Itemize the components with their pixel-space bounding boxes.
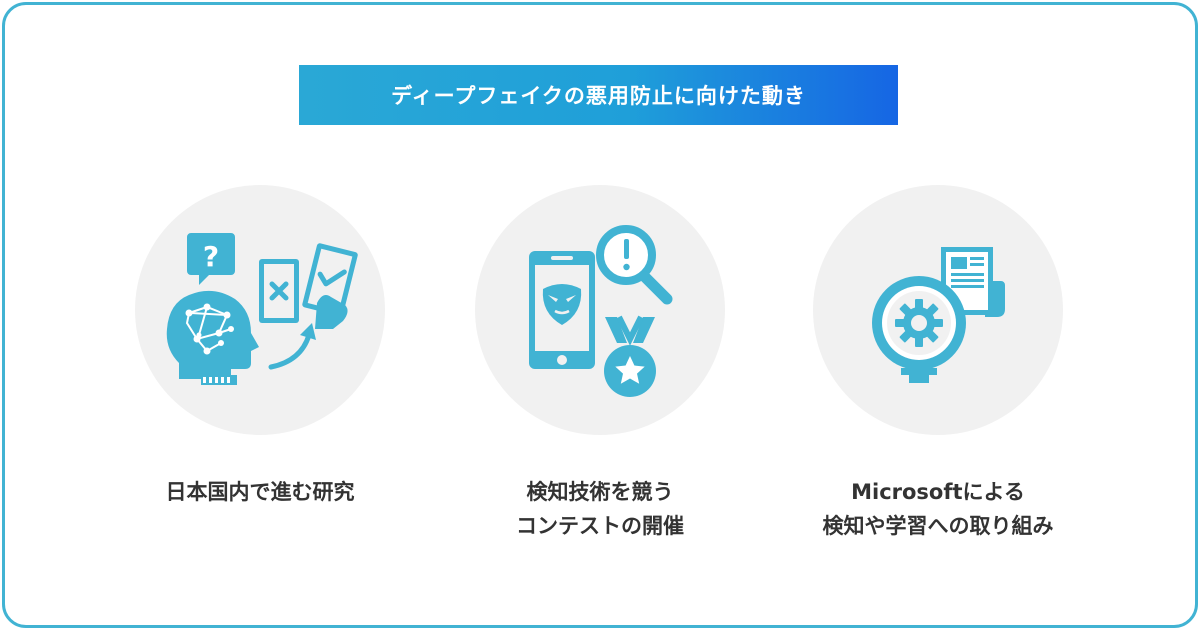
caption-line: 日本国内で進む研究 xyxy=(165,480,355,504)
arrow-icon xyxy=(268,332,312,370)
caption-line: 検知技術を競う xyxy=(526,480,674,504)
page-title: ディープフェイクの悪用防止に向けた動き xyxy=(391,84,806,108)
caption-line: Microsoftによる xyxy=(851,480,1025,504)
ai-head-icon xyxy=(166,290,259,385)
icon-circle xyxy=(813,185,1063,435)
star-icon xyxy=(615,356,645,384)
detection-contest-icon xyxy=(529,225,673,397)
ai-brain-research-icon: ? xyxy=(166,233,358,385)
card-caption: 日本国内で進む研究 xyxy=(95,475,425,509)
card-caption: 検知技術を競う コンテストの開催 xyxy=(435,475,765,543)
hand-icon xyxy=(315,295,348,329)
microsoft-detection-learning-icon xyxy=(872,247,1005,383)
caption-line: コンテストの開催 xyxy=(516,514,684,538)
gear-lens-icon xyxy=(872,276,966,383)
mask-icon xyxy=(542,284,582,325)
rejected-card-icon xyxy=(259,259,299,323)
magnifier-icon xyxy=(596,225,673,305)
card-microsoft-initiative: Microsoftによる 検知や学習への取り組み xyxy=(813,185,1063,538)
card-domestic-research: ? xyxy=(135,185,385,504)
circuit-icon xyxy=(203,377,230,383)
icon-circle xyxy=(475,185,725,435)
card-caption: Microsoftによる 検知や学習への取り組み xyxy=(773,475,1103,543)
medal-icon xyxy=(604,315,656,397)
svg-text:?: ? xyxy=(203,240,219,273)
approved-card-icon xyxy=(302,243,358,317)
smartphone-icon xyxy=(529,251,595,369)
card-detection-contest: 検知技術を競う コンテストの開催 xyxy=(475,185,725,538)
question-bubble-icon: ? xyxy=(187,233,235,285)
caption-line: 検知や学習への取り組み xyxy=(822,514,1054,538)
icon-circle: ? xyxy=(135,185,385,435)
title-banner: ディープフェイクの悪用防止に向けた動き xyxy=(299,65,898,125)
